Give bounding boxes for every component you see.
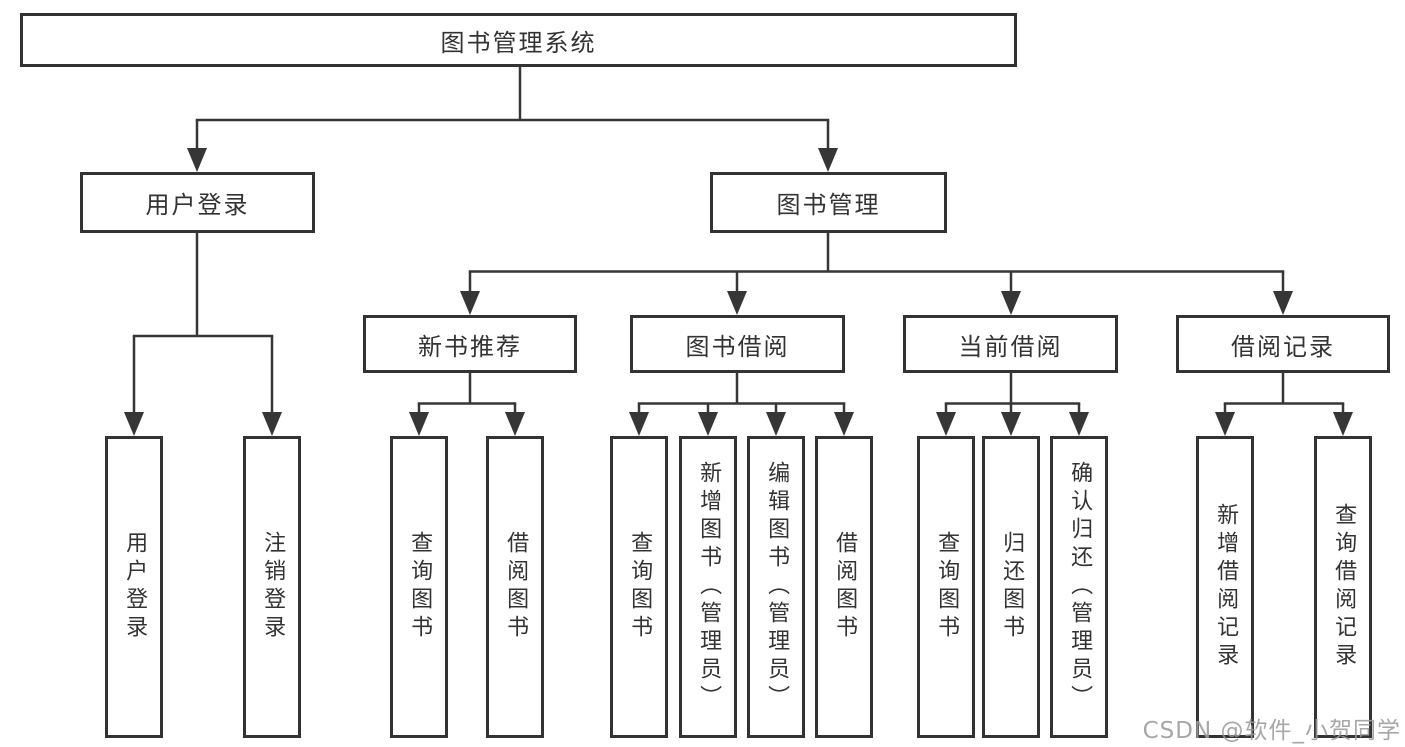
node-current-borrowing: 当前借阅 <box>903 315 1118 373</box>
arrow-cb-return-icon <box>1001 412 1021 436</box>
leaf-label: 编辑图书（管理员） <box>764 461 790 713</box>
node-label: 当前借阅 <box>958 332 1063 361</box>
node-book-borrowing: 图书借阅 <box>630 315 845 373</box>
arrow-bb-query-icon <box>629 412 649 436</box>
leaf-label: 查询借阅记录 <box>1331 503 1357 671</box>
node-book-management: 图书管理 <box>710 172 947 233</box>
leaf-cb-query-books: 查询图书 <box>917 436 975 738</box>
node-label: 新书推荐 <box>418 332 522 361</box>
leaf-label: 用户登录 <box>122 531 148 643</box>
arrow-leaf-logout-icon <box>262 412 282 436</box>
node-new-book-recommend: 新书推荐 <box>363 315 577 373</box>
node-label: 借阅记录 <box>1231 332 1335 361</box>
node-label: 图书管理 <box>776 191 881 219</box>
leaf-label: 确认归还（管理员） <box>1067 461 1093 713</box>
leaf-nbr-borrow-books: 借阅图书 <box>486 436 544 738</box>
node-label: 图书借阅 <box>685 332 790 361</box>
leaf-br-add-record: 新增借阅记录 <box>1196 436 1254 738</box>
arrow-cb-query-icon <box>936 412 956 436</box>
leaf-label: 新增借阅记录 <box>1213 503 1239 671</box>
csdn-watermark: CSDN @软件_小贺同学 <box>1142 718 1401 744</box>
leaf-bb-borrow-books: 借阅图书 <box>815 436 873 738</box>
leaf-bb-edit-books-admin: 编辑图书（管理员） <box>747 436 805 738</box>
leaf-label: 归还图书 <box>999 531 1025 643</box>
arrow-borrow-records-icon <box>1273 291 1293 315</box>
leaf-cb-confirm-return-admin: 确认归还（管理员） <box>1050 436 1108 738</box>
node-user-login: 用户登录 <box>80 172 315 233</box>
leaf-label: 查询图书 <box>934 531 960 643</box>
leaf-bb-query-books: 查询图书 <box>610 436 668 738</box>
arrow-leaf-login-icon <box>124 412 144 436</box>
leaf-label: 借阅图书 <box>832 531 858 643</box>
arrow-current-borrow-icon <box>1001 291 1021 315</box>
arrow-bb-borrow-icon <box>834 412 854 436</box>
node-borrowing-records: 借阅记录 <box>1176 315 1390 373</box>
node-label: 用户登录 <box>145 191 250 219</box>
leaf-logout: 注销登录 <box>243 436 301 738</box>
leaf-label: 查询图书 <box>627 531 653 643</box>
arrow-nbr-borrow-icon <box>505 412 525 436</box>
leaf-label: 借阅图书 <box>503 531 529 643</box>
arrow-br-query-icon <box>1333 412 1353 436</box>
node-label: 图书管理系统 <box>440 28 597 57</box>
leaf-label: 新增图书（管理员） <box>696 461 722 713</box>
leaf-bb-add-books-admin: 新增图书（管理员） <box>679 436 737 738</box>
arrow-br-add-icon <box>1215 412 1235 436</box>
arrow-bb-edit-icon <box>766 412 786 436</box>
arrow-book-mgmt-icon <box>818 148 838 172</box>
leaf-br-query-record: 查询借阅记录 <box>1314 436 1372 738</box>
arrow-new-book-icon <box>460 291 480 315</box>
arrow-book-borrow-icon <box>727 291 747 315</box>
arrow-bb-add-icon <box>698 412 718 436</box>
arrow-user-login-icon <box>187 148 207 172</box>
leaf-user-login: 用户登录 <box>105 436 163 738</box>
leaf-nbr-query-books: 查询图书 <box>390 436 448 738</box>
node-library-management-system: 图书管理系统 <box>20 13 1017 67</box>
leaf-cb-return-books: 归还图书 <box>982 436 1040 738</box>
arrow-nbr-query-icon <box>409 412 429 436</box>
leaf-label: 查询图书 <box>407 531 433 643</box>
arrow-cb-confirm-icon <box>1069 412 1089 436</box>
leaf-label: 注销登录 <box>260 531 286 643</box>
